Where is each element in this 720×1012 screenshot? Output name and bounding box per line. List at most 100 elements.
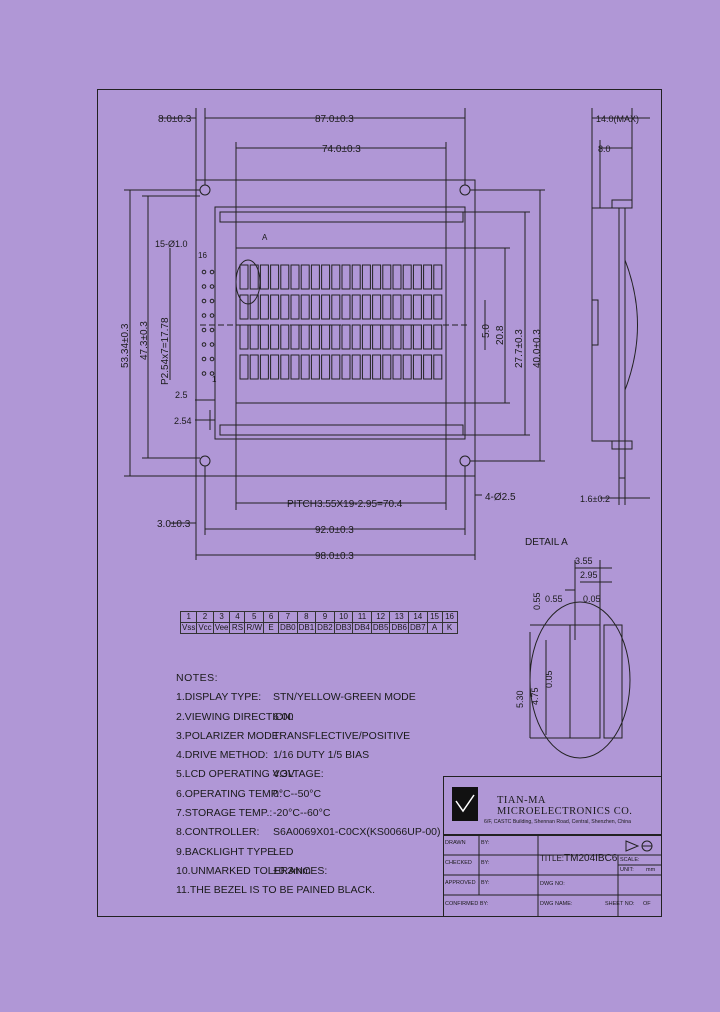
note-key: 1.DISPLAY TYPE: xyxy=(176,691,262,704)
dim-8b: 8.0 xyxy=(598,144,611,154)
dim-40: 40.0±0.3 xyxy=(532,329,543,368)
pin-hole xyxy=(209,327,215,333)
note-item: 10.UNMARKED TOLERANCES:±0.3mm xyxy=(176,862,446,881)
pin-hole xyxy=(209,284,215,289)
pin-name-cell: RS xyxy=(229,622,246,634)
lcd-char-cell xyxy=(259,294,269,320)
lcd-char-cell xyxy=(290,324,300,350)
lcd-char-cell xyxy=(321,354,331,380)
title-label: TITLE:TM204IBC6 xyxy=(540,853,618,864)
pin-hole xyxy=(201,284,207,289)
lcd-char-cell xyxy=(423,324,433,350)
detail-475: 4.75 xyxy=(530,687,540,705)
detail-530: 5.30 xyxy=(515,690,525,708)
pin-number-cell: 15 xyxy=(426,611,443,623)
lcd-char-cell xyxy=(321,324,331,350)
dim-47: 47.3±0.3 xyxy=(139,321,150,360)
note-item: 6.OPERATING TEMP.:0°C--50°C xyxy=(176,785,446,804)
pin-hole xyxy=(201,327,207,333)
lcd-char-cell xyxy=(361,294,371,320)
dim-98: 98.0±0.3 xyxy=(315,551,354,562)
lcd-char-cell xyxy=(331,324,341,350)
pin-number-cell: 1 xyxy=(179,611,198,623)
lcd-char-cell xyxy=(402,264,412,290)
note-value: TRANSFLECTIVE/POSITIVE xyxy=(273,729,411,742)
lcd-char-cell xyxy=(433,354,443,380)
sheet-value: OF xyxy=(643,901,651,907)
lcd-char-cell xyxy=(361,354,371,380)
lcd-char-cell xyxy=(239,294,249,320)
note-key: 2.VIEWING DIRECTION: xyxy=(176,710,294,723)
note-item: 11.THE BEZEL IS TO BE PAINED BLACK. xyxy=(176,881,446,900)
lcd-char-cell xyxy=(321,294,331,320)
note-item: 3.POLARIZER MODE:TRANSFLECTIVE/POSITIVE xyxy=(176,727,446,746)
drawn-label: DRAWN xyxy=(445,840,466,846)
lcd-char-cell xyxy=(392,324,402,350)
bezel-outline xyxy=(214,206,466,440)
dim-74: 74.0±0.3 xyxy=(322,144,361,155)
dim-pin15: 15-Ø1.0 xyxy=(155,239,188,249)
notes-title: NOTES: xyxy=(176,672,219,684)
lcd-char-cell xyxy=(280,264,290,290)
pin-number-cell: 10 xyxy=(333,611,354,623)
lcd-char-cell xyxy=(351,324,361,350)
mount-hole xyxy=(199,184,211,196)
pin-name-cell: DB1 xyxy=(296,622,317,634)
checked-by: BY: xyxy=(481,860,490,866)
mount-hole xyxy=(459,184,471,196)
lcd-char-cell xyxy=(433,264,443,290)
lcd-characters xyxy=(239,264,443,380)
lcd-char-cell xyxy=(270,324,280,350)
note-item: 5.LCD OPERATING VOLTAGE:4.3V xyxy=(176,765,446,784)
note-value: STN/YELLOW-GREEN MODE xyxy=(273,691,416,704)
lcd-char-cell xyxy=(259,324,269,350)
lcd-char-cell xyxy=(412,264,422,290)
dim-25: 2.5 xyxy=(175,390,188,400)
dim-208: 20.8 xyxy=(495,325,506,345)
pin-name-cell: DB5 xyxy=(370,622,391,634)
lcd-char-cell xyxy=(423,354,433,380)
unit-value: mm xyxy=(646,867,656,873)
detail-a-grid xyxy=(569,624,623,739)
dim-n16: 16 xyxy=(198,251,207,260)
pin-hole xyxy=(201,298,207,304)
lcd-char-cell xyxy=(300,264,310,290)
pcb-outline xyxy=(195,179,476,477)
dim-92: 92.0±0.3 xyxy=(315,525,354,536)
lcd-char-cell xyxy=(402,324,412,350)
lcd-char-cell xyxy=(351,264,361,290)
note-value: 6:00 xyxy=(273,710,294,723)
pin-number-cell: 6 xyxy=(263,611,280,623)
company-address: 6/F, CASTC Building, Shennan Road, Centr… xyxy=(484,819,632,825)
dim-3: 3.0±0.3 xyxy=(157,519,191,530)
detail-005b: 0.05 xyxy=(544,670,554,688)
lcd-char-cell xyxy=(259,354,269,380)
note-key: 11.THE BEZEL IS TO BE PAINED BLACK. xyxy=(176,884,375,897)
scale-label: SCALE: xyxy=(620,857,640,863)
pin-hole xyxy=(209,269,215,275)
dim-8: 8.0±0.3 xyxy=(158,114,192,125)
lcd-char-cell xyxy=(412,354,422,380)
pin-number-cell: 2 xyxy=(196,611,214,623)
note-value: 0°C--50°C xyxy=(273,787,322,800)
lcd-char-cell xyxy=(392,264,402,290)
lcd-char-cell xyxy=(270,264,280,290)
lcd-char-cell xyxy=(351,294,361,320)
lcd-char-cell xyxy=(372,264,382,290)
pin-number-cell: 13 xyxy=(389,611,409,623)
dim-14max: 14.0(MAX) xyxy=(596,114,639,124)
pin-name-cell: R/W xyxy=(244,622,265,634)
lcd-char-cell xyxy=(392,354,402,380)
lcd-char-cell xyxy=(249,354,259,380)
approved-by: BY: xyxy=(481,880,490,886)
note-value: -20°C--60°C xyxy=(273,807,331,820)
note-key: 3.POLARIZER MODE: xyxy=(176,729,282,742)
lcd-char-cell xyxy=(423,294,433,320)
lcd-char-cell xyxy=(402,294,412,320)
pin-number-cell: 5 xyxy=(244,611,265,623)
lcd-char-cell xyxy=(239,324,249,350)
lcd-char-cell xyxy=(361,324,371,350)
lcd-char-cell xyxy=(270,294,280,320)
lcd-char-cell xyxy=(280,354,290,380)
